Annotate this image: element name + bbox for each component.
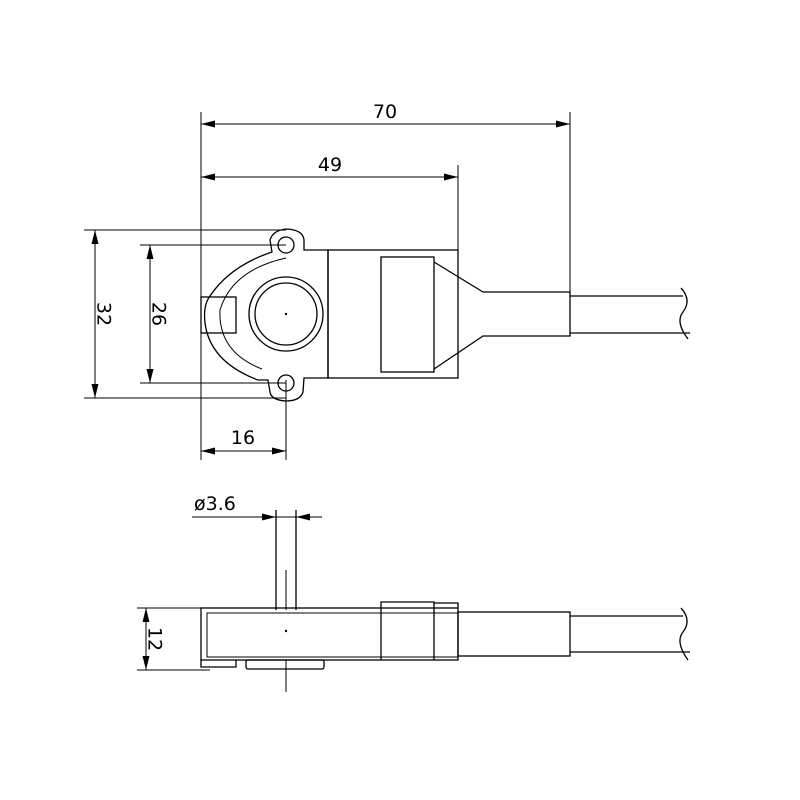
flange-body <box>203 228 329 402</box>
dimension-16-label: 16 <box>231 427 255 449</box>
dimension-70-label: 70 <box>373 101 397 123</box>
cable-clamp <box>380 256 435 373</box>
cable-break <box>679 287 689 340</box>
side-center-mark <box>284 629 288 633</box>
dimension-diameter: ø3.6 <box>192 493 322 521</box>
dimension-diameter-label: ø3.6 <box>194 493 236 515</box>
dimension-12-label: 12 <box>144 627 166 651</box>
side-bottom-nut <box>245 659 325 670</box>
dimension-32-label: 32 <box>93 302 115 326</box>
mount-hole-bottom <box>277 374 295 392</box>
dimension-49-label: 49 <box>318 154 342 176</box>
mount-hole-top <box>277 236 295 254</box>
side-view: 12 ø3.6 <box>137 493 690 692</box>
side-top-step <box>434 602 459 608</box>
side-body-inner <box>206 612 459 658</box>
dimension-26-label: 26 <box>148 302 170 326</box>
left-tab <box>200 296 237 334</box>
sensor-center-mark <box>284 312 288 316</box>
housing-body <box>327 249 459 379</box>
dimension-16: 16 <box>201 427 286 455</box>
dimension-70: 70 <box>201 101 570 128</box>
dimension-32: 32 <box>91 230 115 398</box>
dimension-49: 49 <box>201 154 458 181</box>
top-view: 70 49 32 26 16 <box>84 101 690 460</box>
dimension-12: 12 <box>142 608 166 670</box>
dimension-26: 26 <box>146 245 170 383</box>
side-bottom-lip <box>200 660 237 668</box>
strain-relief <box>433 261 571 370</box>
flange-inner-arc <box>219 257 287 370</box>
sensor-ring-outer <box>248 276 324 352</box>
side-body <box>200 607 459 661</box>
sensor-ring-inner <box>254 282 318 346</box>
side-top-collar <box>380 601 435 608</box>
side-cable-break <box>679 607 689 661</box>
side-strain-relief <box>457 611 571 657</box>
